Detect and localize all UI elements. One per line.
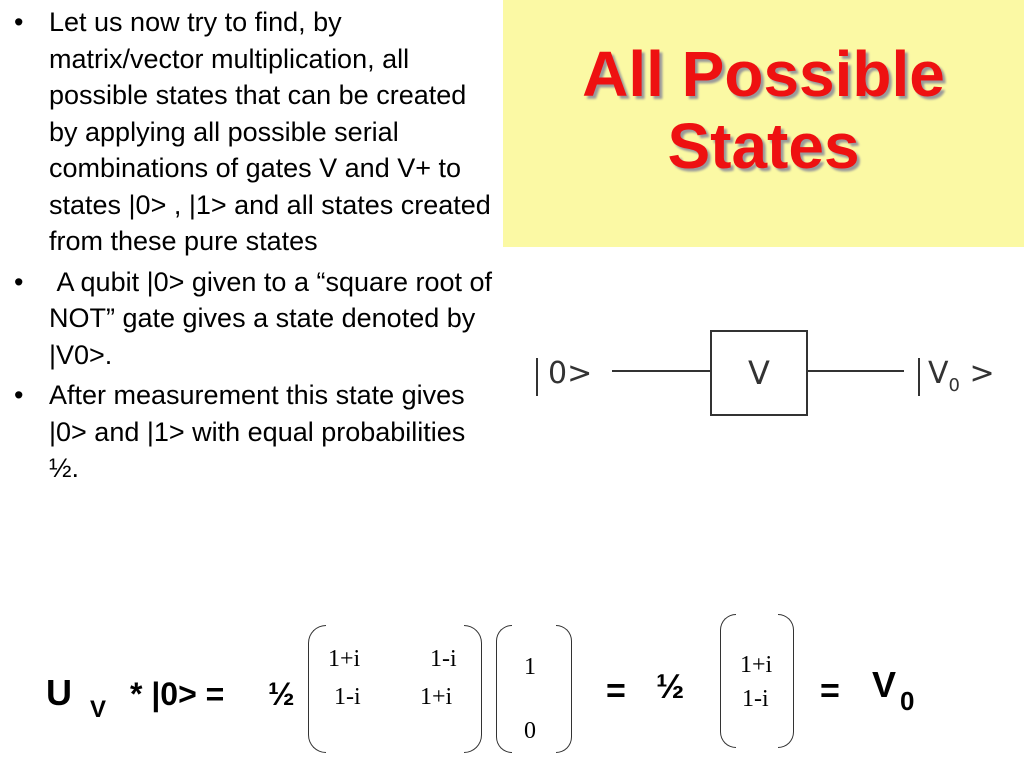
eq-result-sub: 0 bbox=[900, 686, 915, 716]
output-ket: V0 > bbox=[918, 356, 995, 396]
matrix-right-paren bbox=[464, 625, 482, 753]
output-ket-tail: > bbox=[959, 356, 995, 391]
vector-right-paren bbox=[556, 625, 572, 753]
input-wire bbox=[612, 370, 710, 372]
eq-lhs-rest: * |0> = bbox=[130, 676, 225, 712]
eq-result-v: V bbox=[872, 664, 897, 705]
input-ket: 0> bbox=[536, 356, 593, 396]
output-ket-main: V bbox=[928, 356, 949, 391]
result-right-paren bbox=[778, 614, 794, 748]
bullet-text: Let us now try to find, by matrix/vector… bbox=[49, 7, 491, 256]
title-line-1: All Possible bbox=[582, 38, 945, 110]
title-line-2: States bbox=[667, 110, 860, 182]
bullet-text: After measurement this state gives |0> a… bbox=[49, 380, 466, 483]
matrix-left-paren bbox=[308, 625, 326, 753]
bullet-item-3: • After measurement this state gives |0>… bbox=[14, 377, 494, 487]
eq-u-sub: V bbox=[90, 696, 107, 723]
input-ket-label: 0> bbox=[548, 356, 593, 391]
ket-bar bbox=[918, 358, 920, 396]
v-gate: V bbox=[710, 330, 808, 416]
eq-u: U bbox=[46, 672, 72, 713]
matrix-cell-22: 1+i bbox=[420, 684, 453, 710]
output-wire bbox=[808, 370, 904, 372]
bullet-item-2: • A qubit |0> given to a “square root of… bbox=[14, 264, 494, 374]
vector-cell-2: 0 bbox=[524, 718, 536, 744]
bullet-marker: • bbox=[14, 7, 24, 37]
result-cell-1: 1+i bbox=[740, 652, 773, 678]
circuit-diagram: 0> V V0 > bbox=[530, 330, 1010, 420]
eq-half-1: ½ bbox=[268, 676, 295, 712]
bullet-list: • Let us now try to find, by matrix/vect… bbox=[14, 4, 494, 491]
bullet-marker: • bbox=[14, 380, 24, 410]
matrix-cell-21: 1-i bbox=[334, 684, 361, 710]
eq-equals-1: = bbox=[606, 672, 626, 710]
matrix-cell-12: 1-i bbox=[430, 646, 457, 672]
ket-bar bbox=[536, 358, 538, 396]
matrix-cell-11: 1+i bbox=[328, 646, 361, 672]
title-box: All Possible States bbox=[503, 0, 1024, 247]
bullet-text: A qubit |0> given to a “square root of N… bbox=[49, 266, 500, 370]
eq-half-2: ½ bbox=[656, 668, 685, 706]
result-left-paren bbox=[720, 614, 736, 748]
vector-left-paren bbox=[496, 625, 512, 753]
slide-title: All Possible States bbox=[503, 38, 1024, 182]
bullet-item-1: • Let us now try to find, by matrix/vect… bbox=[14, 4, 494, 260]
result-cell-2: 1-i bbox=[742, 686, 769, 712]
output-ket-sub: 0 bbox=[948, 375, 960, 396]
vector-cell-1: 1 bbox=[524, 654, 536, 680]
eq-equals-2: = bbox=[820, 672, 840, 710]
bullet-marker: • bbox=[14, 266, 24, 297]
